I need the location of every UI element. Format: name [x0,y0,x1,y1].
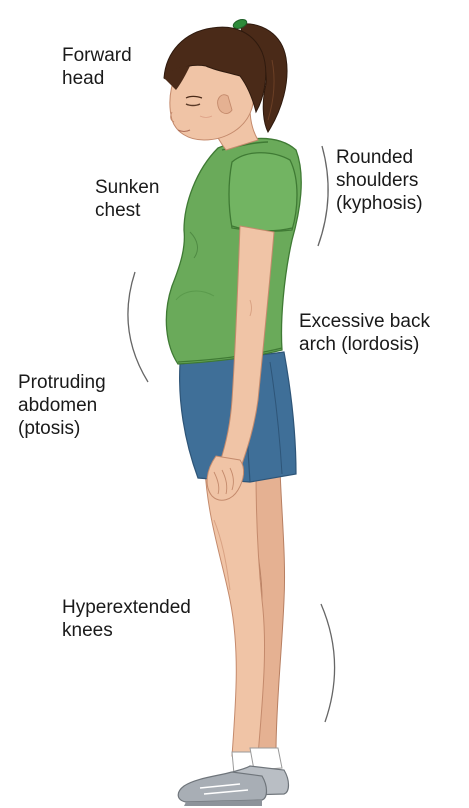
head [164,18,287,140]
shirt [166,138,301,364]
callout-arc-kyphosis [318,146,328,246]
callout-arc-abdomen [128,272,148,382]
shoes [178,766,288,806]
front-leg [205,470,265,756]
label-excessive-back-arch: Excessive back arch (lordosis) [299,310,430,356]
label-sunken-chest: Sunken chest [95,176,159,222]
callout-arc-knees [321,604,335,722]
label-forward-head: Forward head [62,44,132,90]
label-hyperextended-knees: Hyperextended knees [62,596,191,642]
label-protruding-abdomen: Protruding abdomen (ptosis) [18,371,106,440]
label-rounded-shoulders: Rounded shoulders (kyphosis) [336,146,423,215]
